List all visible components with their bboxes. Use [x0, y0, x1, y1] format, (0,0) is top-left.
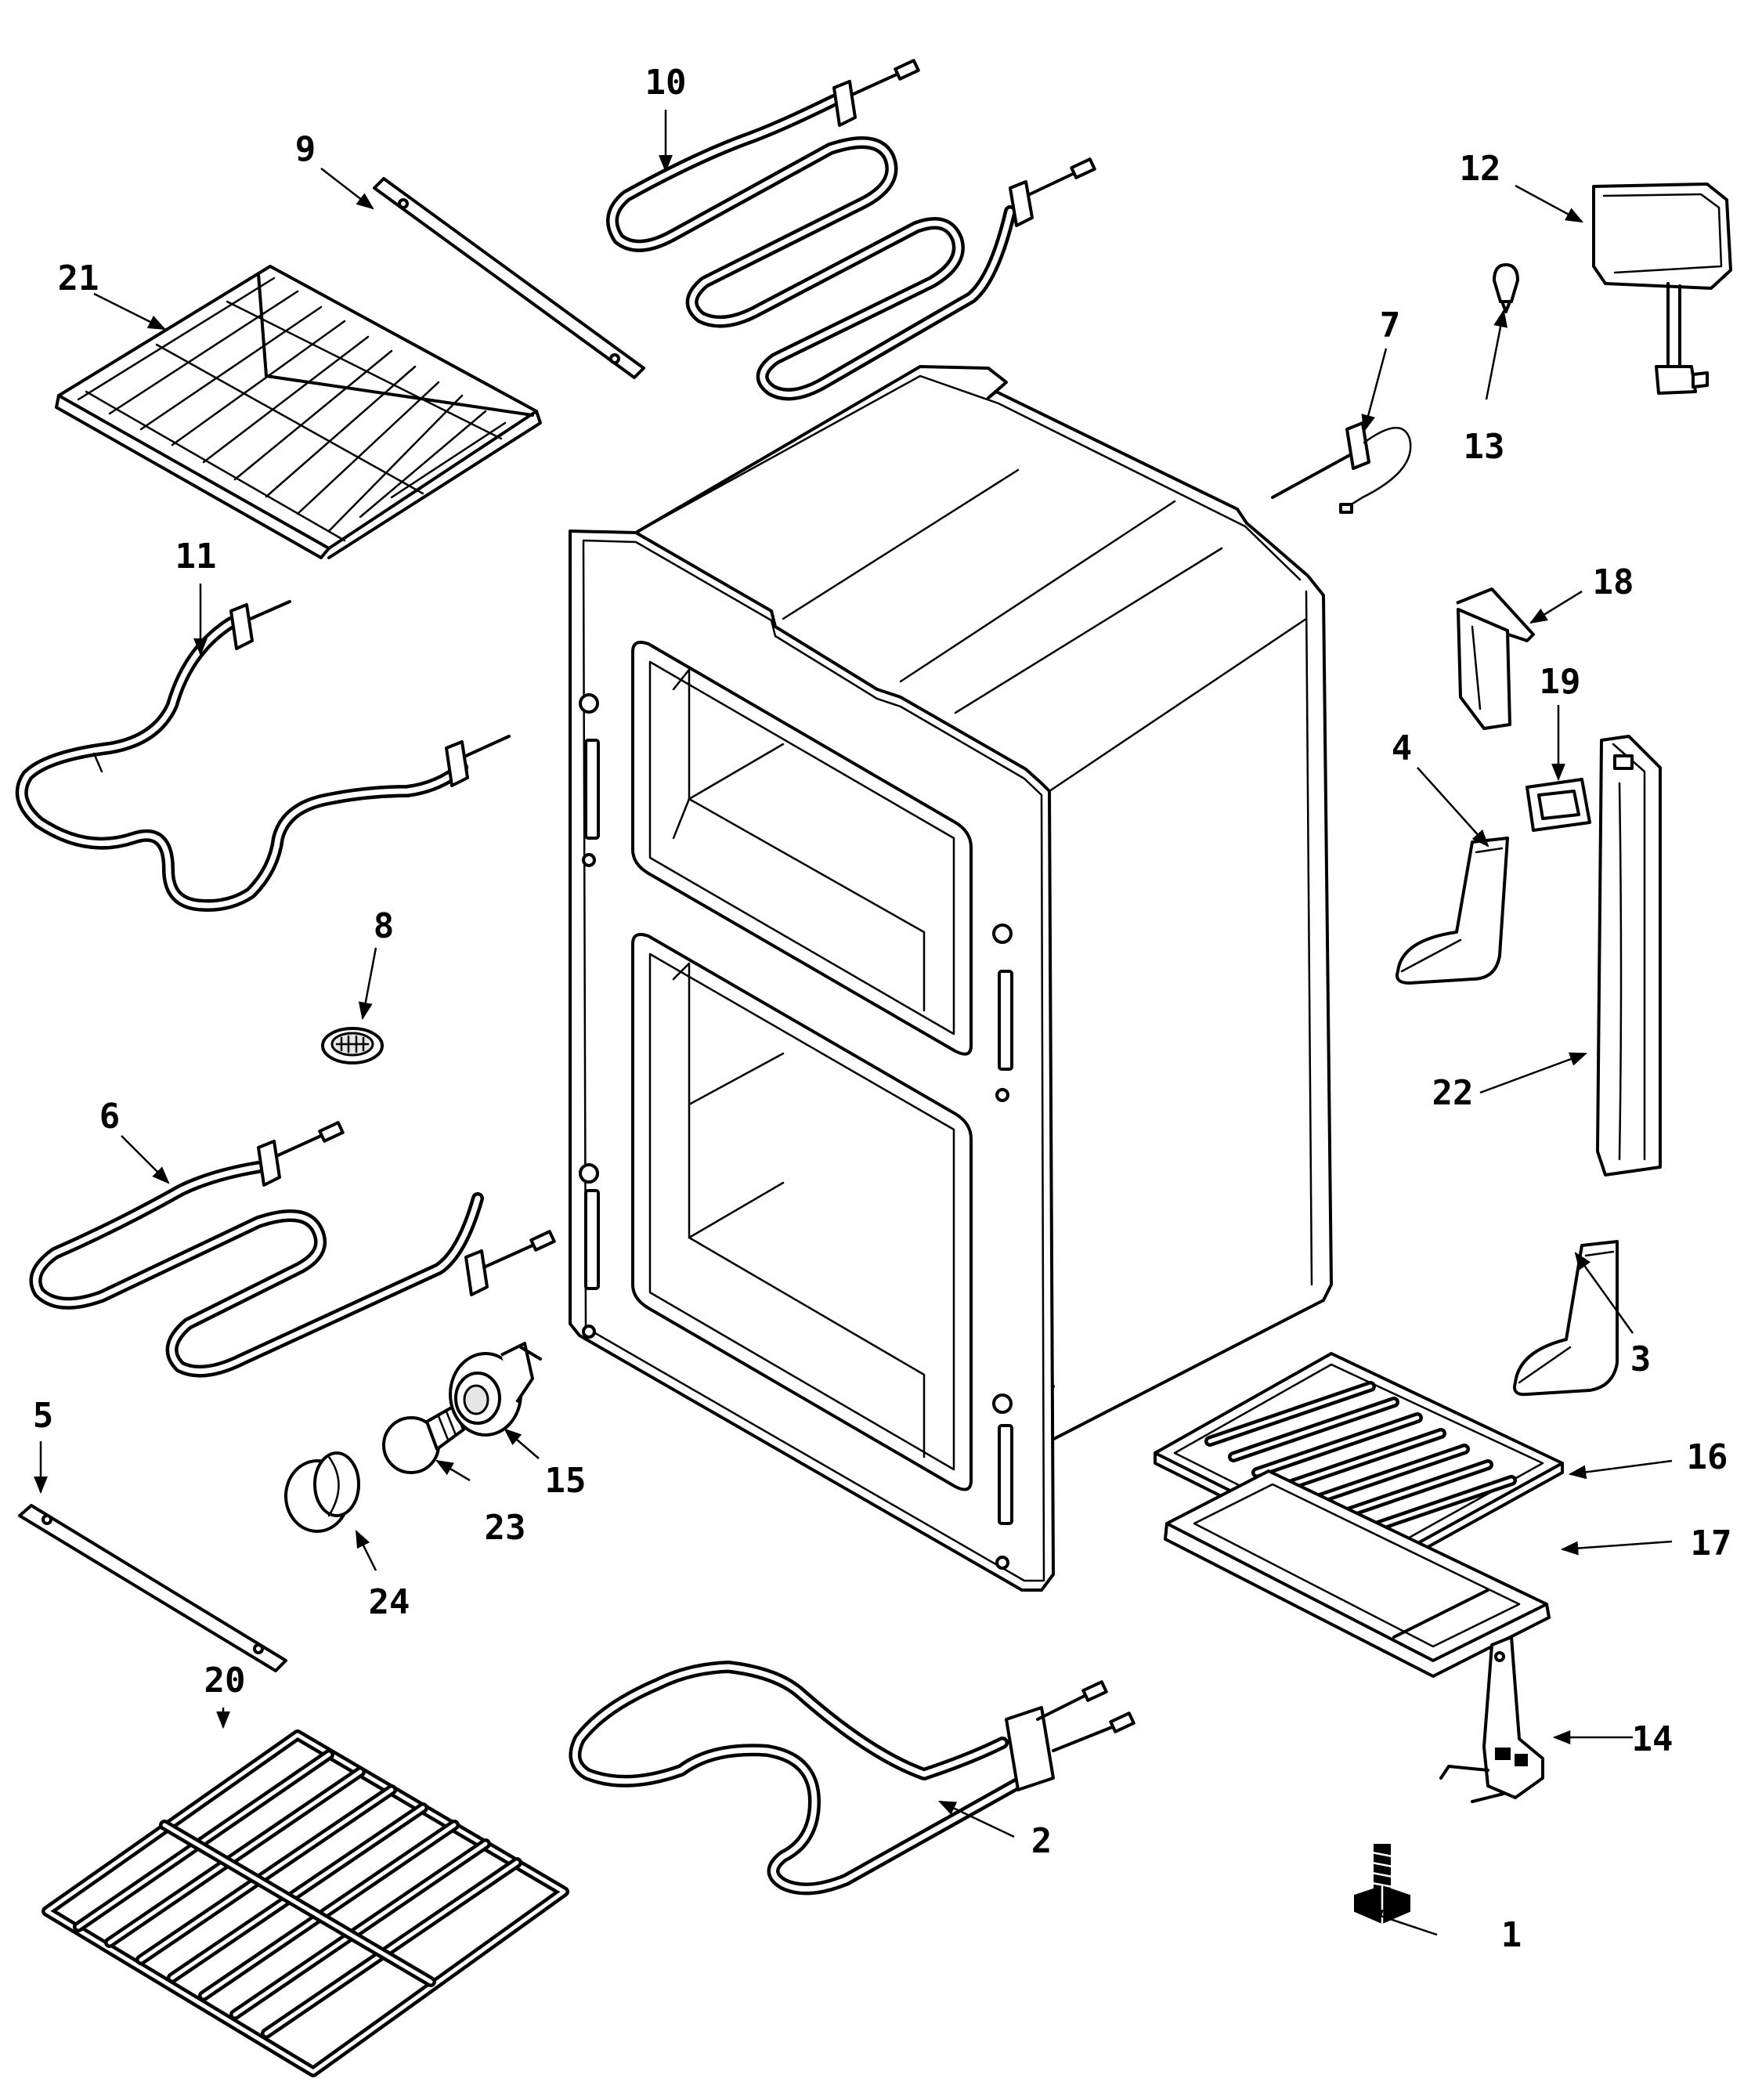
- oven-rack-20: [42, 1730, 569, 2077]
- strip-5: [18, 1504, 287, 1672]
- callout-13: 13: [1464, 427, 1505, 467]
- callout-14: 14: [1632, 1719, 1674, 1759]
- leveling-leg-1: [1354, 1844, 1410, 1925]
- oven-rack-21: [55, 265, 542, 559]
- callout-21: 21: [58, 258, 99, 298]
- duct-22: [1596, 735, 1662, 1177]
- duct-3: [1513, 1240, 1619, 1397]
- bake-element-11: [15, 600, 511, 912]
- callout-3: 3: [1630, 1339, 1652, 1379]
- callout-16: 16: [1687, 1437, 1728, 1477]
- lamp-cover-24: [284, 1451, 360, 1533]
- callout-8: 8: [374, 906, 395, 946]
- duct-4: [1396, 837, 1509, 985]
- module-12: [1592, 183, 1732, 395]
- callout-labels: 1 2 3 4 5 6 7 8 9 10 11 12 13 14 15 16 1…: [33, 63, 1732, 1955]
- callout-11: 11: [175, 537, 217, 577]
- broiler-pan-17: [1164, 1469, 1551, 1678]
- callout-1: 1: [1501, 1915, 1522, 1955]
- callout-17: 17: [1691, 1523, 1732, 1563]
- callout-20: 20: [204, 1661, 246, 1701]
- callout-15: 15: [545, 1461, 587, 1501]
- callout-10: 10: [645, 63, 687, 103]
- strip-9: [373, 177, 645, 379]
- lamp-socket-15: [449, 1342, 542, 1437]
- grommet-19: [1526, 778, 1591, 832]
- callout-23: 23: [485, 1508, 526, 1548]
- callout-2: 2: [1031, 1821, 1053, 1861]
- clip-13: [1493, 263, 1519, 313]
- bake-element-2: [569, 1661, 1136, 1896]
- callout-12: 12: [1460, 149, 1501, 189]
- oven-cavity: [569, 365, 1333, 1592]
- vent-18: [1456, 587, 1535, 730]
- callout-6: 6: [99, 1097, 121, 1137]
- grommet-8: [321, 1027, 384, 1064]
- callout-18: 18: [1593, 562, 1634, 602]
- callout-19: 19: [1540, 662, 1581, 702]
- leader-lines: [34, 110, 1673, 1936]
- broil-element-6: [29, 1121, 556, 1378]
- callout-22: 22: [1432, 1073, 1474, 1113]
- broil-element-top: [606, 59, 1096, 401]
- callout-24: 24: [369, 1582, 410, 1622]
- callout-7: 7: [1380, 305, 1401, 345]
- callout-4: 4: [1392, 728, 1413, 768]
- bracket-14: [1439, 1636, 1544, 1803]
- sensor-7: [1271, 421, 1412, 514]
- bulb-23: [382, 1404, 465, 1474]
- callout-9: 9: [295, 129, 316, 169]
- callout-5: 5: [33, 1396, 54, 1436]
